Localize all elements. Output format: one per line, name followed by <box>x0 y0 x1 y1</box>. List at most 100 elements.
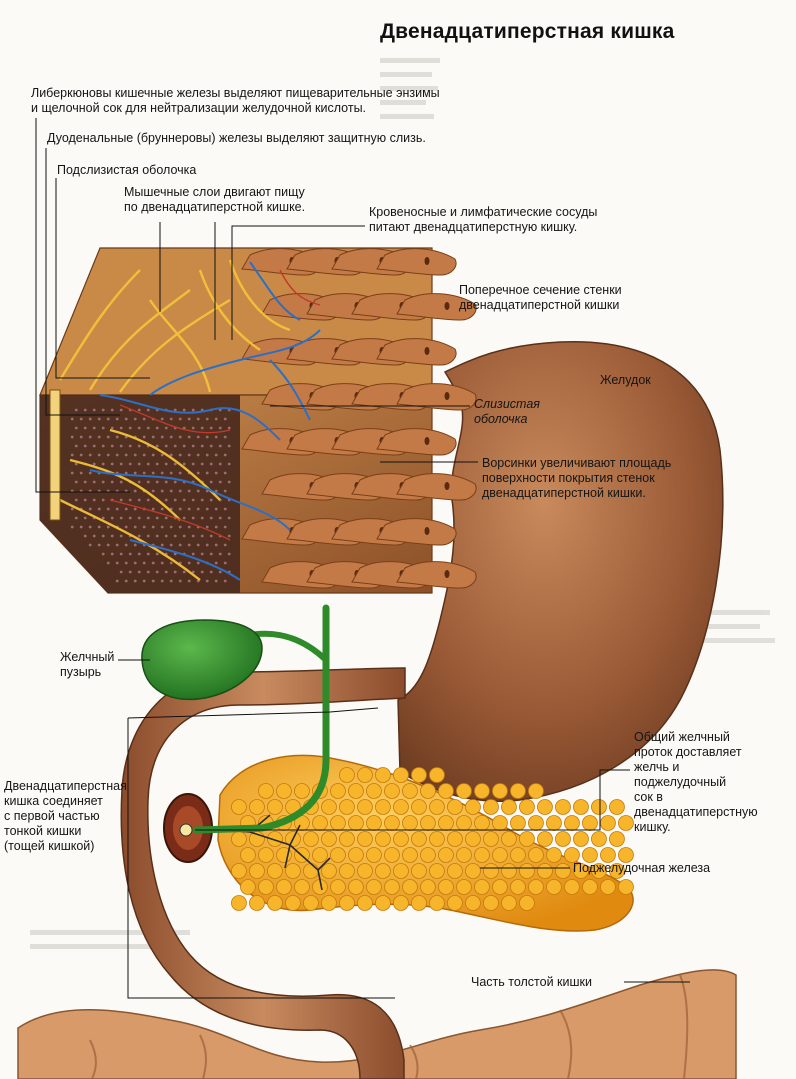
submucosa-texture <box>70 507 74 511</box>
submucosa-texture <box>205 417 209 421</box>
submucosa-texture <box>110 426 114 430</box>
submucosa-texture <box>191 462 195 466</box>
submucosa-texture <box>182 498 186 502</box>
pancreas-lobule <box>519 831 535 847</box>
submucosa-texture <box>200 516 204 520</box>
villus <box>376 248 457 276</box>
submucosa-texture <box>106 543 110 547</box>
submucosa-texture <box>151 453 155 457</box>
submucosa-texture <box>128 426 132 430</box>
pancreas-lobule <box>564 879 580 895</box>
pancreas-lobule <box>330 783 346 799</box>
pancreas-lobule <box>456 815 472 831</box>
pancreas-lobule <box>231 799 247 815</box>
submucosa-texture <box>164 570 168 574</box>
submucosa-texture <box>133 525 137 529</box>
pancreas-lobule <box>447 895 463 911</box>
pancreas-lobule <box>249 799 265 815</box>
submucosa-texture <box>137 516 141 520</box>
submucosa-texture <box>88 471 92 475</box>
pancreas-lobule <box>285 863 301 879</box>
pancreas-lobule <box>492 783 508 799</box>
submucosa-texture <box>88 435 92 439</box>
pancreas-lobule <box>420 783 436 799</box>
submucosa-texture <box>146 480 150 484</box>
pancreas-lobule <box>501 799 517 815</box>
submucosa-texture <box>124 453 128 457</box>
submucosa-texture <box>137 552 141 556</box>
label-duodenum-joins-jejunum: Двенадцатиперстная кишка соединяет с пер… <box>4 779 127 853</box>
submucosa-texture <box>205 471 209 475</box>
pancreas-lobule <box>411 767 427 783</box>
submucosa-texture <box>178 579 182 583</box>
submucosa-texture <box>106 435 110 439</box>
submucosa-texture <box>115 435 119 439</box>
submucosa-texture <box>133 579 137 583</box>
pancreas-lobule <box>339 895 355 911</box>
pancreas-lobule <box>618 879 634 895</box>
submucosa-texture <box>74 498 78 502</box>
pancreas-lobule <box>474 783 490 799</box>
pancreas-lobule <box>474 847 490 863</box>
submucosa-texture <box>142 471 146 475</box>
pancreas-lobule <box>420 847 436 863</box>
pancreas-lobule <box>240 847 256 863</box>
submucosa-texture <box>115 561 119 565</box>
pancreas-lobule <box>330 815 346 831</box>
submucosa-texture <box>83 408 87 412</box>
pancreas-lobule <box>465 895 481 911</box>
pancreas-lobule <box>429 831 445 847</box>
pancreas-lobule <box>546 847 562 863</box>
pancreas-lobule <box>276 783 292 799</box>
pancreas-lobule <box>303 831 319 847</box>
pancreas-lobule <box>483 895 499 911</box>
submucosa-texture <box>146 498 150 502</box>
submucosa-texture <box>214 543 218 547</box>
pancreas-lobule <box>357 863 373 879</box>
submucosa-texture <box>79 417 83 421</box>
submucosa-texture <box>151 435 155 439</box>
submucosa-texture <box>187 579 191 583</box>
pancreas-lobule <box>321 831 337 847</box>
pancreas-lobule <box>411 863 427 879</box>
villus <box>396 293 477 321</box>
pancreas-lobule <box>600 847 616 863</box>
submucosa-texture <box>110 408 114 412</box>
submucosa-texture <box>92 408 96 412</box>
submucosa-texture <box>173 534 177 538</box>
submucosa-texture <box>142 561 146 565</box>
villus <box>396 473 477 501</box>
pancreas-lobule <box>528 815 544 831</box>
pancreas-lobule <box>285 895 301 911</box>
submucosa-texture <box>227 426 231 430</box>
submucosa-texture <box>223 525 227 529</box>
submucosa-texture <box>128 498 132 502</box>
submucosa-texture <box>110 534 114 538</box>
villus <box>396 561 477 589</box>
submucosa-texture <box>160 417 164 421</box>
pancreas-lobule <box>537 831 553 847</box>
pancreas-lobule <box>339 831 355 847</box>
submucosa-texture <box>119 480 123 484</box>
crypt-opening <box>444 482 450 490</box>
submucosa-texture <box>160 435 164 439</box>
submucosa-texture <box>110 462 114 466</box>
submucosa-texture <box>169 435 173 439</box>
submucosa-texture <box>155 534 159 538</box>
label-stomach: Желудок <box>600 373 651 387</box>
pancreas-lobule <box>375 895 391 911</box>
submucosa-texture <box>119 498 123 502</box>
submucosa-texture <box>205 543 209 547</box>
submucosa-texture <box>164 480 168 484</box>
pancreas-lobule <box>348 815 364 831</box>
pancreas-lobule <box>312 847 328 863</box>
submucosa-texture <box>74 516 78 520</box>
submucosa-texture <box>79 453 83 457</box>
submucosa-texture <box>88 525 92 529</box>
submucosa-texture <box>101 444 105 448</box>
submucosa-texture <box>182 516 186 520</box>
pancreas-lobule <box>321 799 337 815</box>
submucosa-texture <box>92 462 96 466</box>
submucosa-texture <box>178 417 182 421</box>
pancreas-lobule <box>510 847 526 863</box>
